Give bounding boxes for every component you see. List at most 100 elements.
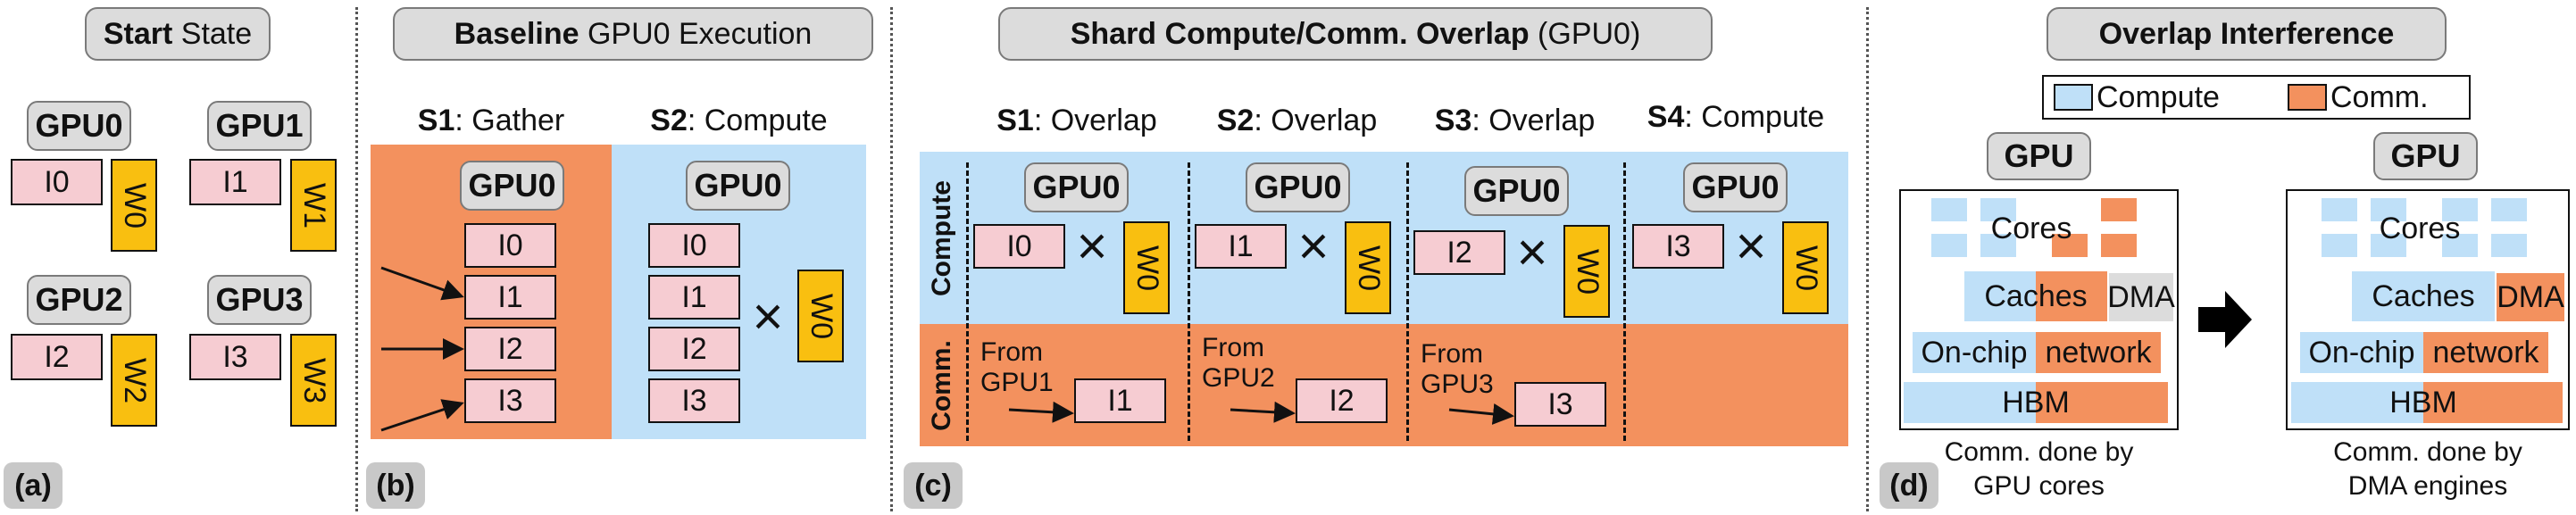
- panel-b-gather-i1: I1: [464, 275, 556, 320]
- panel-a-weight-w2: W2: [111, 334, 157, 427]
- left-hbm-blue: [1904, 382, 2036, 423]
- right-network-label: network: [2432, 335, 2539, 370]
- panel-c-step3-label: S3: Overlap: [1406, 96, 1623, 145]
- divider-b-c: [890, 7, 893, 511]
- right-caption-line1: Comm. done by: [2333, 437, 2522, 467]
- panel-c-step3-weight-label: W0: [1570, 248, 1605, 295]
- panel-c-step2-weight: W0: [1345, 221, 1391, 314]
- legend-comm-label: Comm.: [2330, 79, 2429, 114]
- panel-a-title: Start State: [85, 7, 271, 61]
- left-caption-line1: Comm. done by: [1944, 437, 2134, 467]
- panel-b-step2-rest: : Compute: [687, 103, 828, 137]
- panel-a-gpu3: GPU3: [207, 275, 312, 325]
- left-caption-line2: GPU cores: [1973, 470, 2105, 501]
- right-core-1: [2322, 198, 2357, 221]
- panel-c-row-label-compute-text: Compute: [927, 179, 956, 296]
- left-onchip-blue: [1913, 332, 2036, 373]
- panel-b-compute-i2: I2: [648, 327, 740, 371]
- panel-c-step2-from-gpu: GPU2: [1202, 362, 1275, 393]
- left-hbm-label: HBM: [2002, 385, 2070, 419]
- panel-c-title: Shard Compute/Comm. Overlap (GPU0): [998, 7, 1713, 61]
- panel-c-step2-from-word: From: [1202, 333, 1264, 362]
- panel-c-step4-label: S4: Compute: [1623, 93, 1848, 141]
- right-hbm-label: HBM: [2389, 385, 2457, 419]
- panel-c-step1-weight-label: W0: [1130, 245, 1164, 291]
- arrow-step3: [1448, 403, 1514, 425]
- panel-b-gather-i2: I2: [464, 327, 556, 371]
- panel-a-input-i1: I1: [189, 159, 281, 205]
- right-core-8: [2491, 234, 2527, 257]
- panel-c-step3-weight: W0: [1563, 225, 1610, 318]
- right-network-orange: [2423, 332, 2548, 373]
- right-core-7: [2442, 234, 2478, 257]
- panel-c-step1-weight: W0: [1123, 221, 1170, 314]
- panel-c-title-bold: Shard Compute/Comm. Overlap: [1070, 16, 1530, 51]
- panel-c-step1-multiply-icon: ×: [1076, 216, 1108, 276]
- left-caches-label: Caches: [1984, 278, 2088, 313]
- panel-a-gpu2: GPU2: [27, 275, 131, 325]
- divider-a-b: [355, 7, 358, 511]
- panel-c-step2-bold: S2: [1216, 103, 1255, 137]
- panel-c-step2-gpu: GPU0: [1246, 162, 1350, 212]
- right-core-5: [2322, 234, 2357, 257]
- panel-c-step1-from-word: From: [980, 337, 1043, 367]
- panel-c-step2-multiply-icon: ×: [1297, 216, 1330, 276]
- panel-c-step4-weight: W0: [1782, 221, 1829, 314]
- left-core-2: [1980, 198, 2016, 221]
- panel-c-title-rest: (GPU0): [1538, 16, 1641, 51]
- left-network-label: network: [2045, 335, 2152, 370]
- panel-b-step1-label: S1: Gather: [371, 96, 612, 145]
- left-cores-label: Cores: [1990, 211, 2072, 245]
- right-core-3: [2442, 198, 2478, 221]
- panel-c-step4-input: I3: [1632, 224, 1724, 269]
- panel-a-input-i3: I3: [189, 334, 281, 380]
- panel-d-legend: [2042, 75, 2471, 120]
- panel-c-step1-input: I0: [973, 224, 1065, 269]
- panel-d-right-gpu: GPU: [2373, 132, 2478, 180]
- panel-c-step4-rest: : Compute: [1684, 99, 1825, 134]
- panel-b-step2-label: S2: Compute: [612, 96, 866, 145]
- panel-b-multiply-icon: ×: [752, 287, 784, 346]
- panel-c-sep-2: [1406, 162, 1409, 441]
- panel-c-step1-recv: I1: [1074, 378, 1166, 423]
- right-cores-label: Cores: [2379, 211, 2461, 245]
- arrow-step2: [1230, 401, 1296, 423]
- panel-d-title: Overlap Interference: [2047, 7, 2447, 61]
- panel-a-weight-w1: W1: [290, 159, 337, 252]
- panel-b-title-bold: Baseline: [454, 16, 579, 51]
- panel-a-gpu1: GPU1: [207, 101, 312, 151]
- legend-comm-swatch: [2288, 84, 2327, 111]
- left-core-7: [2101, 234, 2137, 257]
- right-core-6: [2371, 234, 2406, 257]
- panel-a-title-bold: Start: [103, 16, 173, 51]
- panel-c-step2-weight-label: W0: [1351, 245, 1386, 291]
- panel-a-weight-w2-label: W2: [117, 357, 152, 403]
- panel-c-step3-from-word: From: [1421, 339, 1483, 369]
- panel-b-gather-gpu0: GPU0: [460, 161, 564, 211]
- panel-d-title-text: Overlap Interference: [2098, 16, 2395, 51]
- panel-c-step1-label: S1: Overlap: [966, 96, 1188, 145]
- right-onchip-blue: [2300, 332, 2423, 373]
- panel-c-step3-bold: S3: [1434, 103, 1472, 137]
- panel-b-compute-i3: I3: [648, 378, 740, 423]
- panel-a-input-i0: I0: [11, 159, 103, 205]
- panel-c-step2-recv: I2: [1296, 378, 1388, 423]
- panel-c-step3-multiply-icon: ×: [1516, 222, 1548, 282]
- panel-a-tag: (a): [4, 462, 63, 509]
- panel-a-weight-w3-label: W3: [296, 357, 331, 403]
- panel-c-step3-rest: : Overlap: [1471, 103, 1596, 137]
- panel-b-weight-w0: W0: [797, 270, 844, 362]
- left-caches-blue: [1964, 271, 2036, 321]
- panel-a-weight-w1-label: W1: [296, 182, 331, 228]
- right-core-2: [2371, 198, 2406, 221]
- right-dma-label: DMA: [2497, 279, 2564, 314]
- panel-c-step3-input: I2: [1413, 230, 1505, 275]
- panel-c-step4-multiply-icon: ×: [1735, 216, 1767, 276]
- left-core-4: [1931, 234, 1967, 257]
- arrow-step1: [1008, 401, 1074, 423]
- panel-c-sep-1: [1188, 162, 1190, 441]
